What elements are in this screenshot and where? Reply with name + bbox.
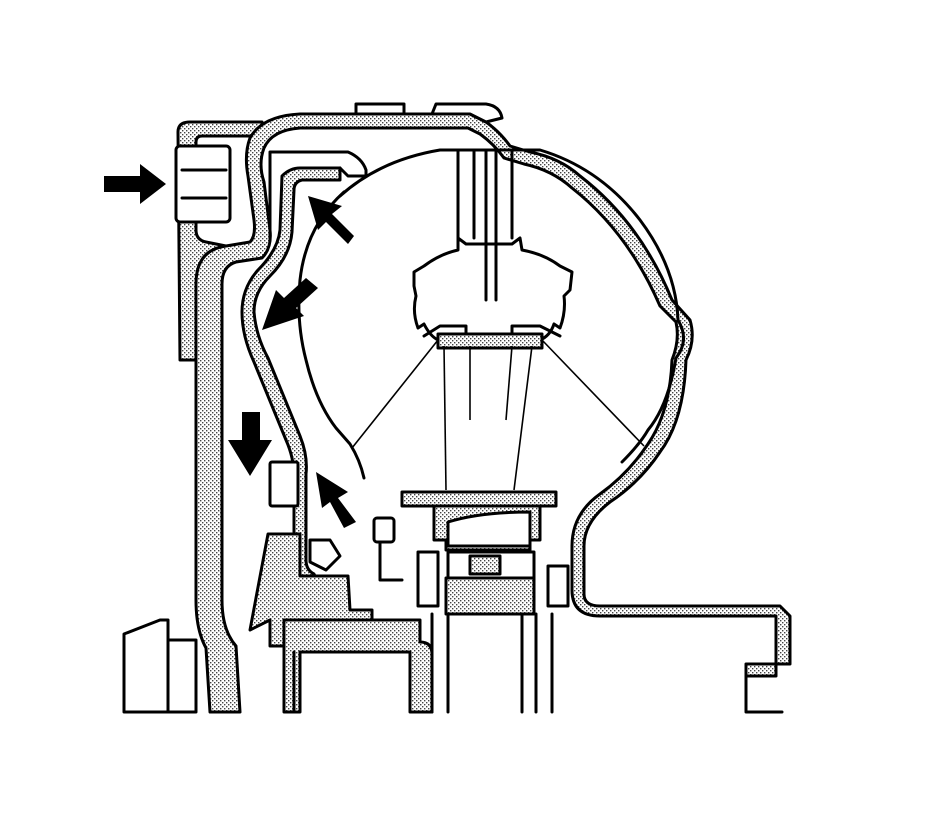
pilot-block	[174, 144, 232, 224]
turbine-shell	[297, 190, 366, 480]
stator-cap	[400, 490, 558, 508]
hub-bolt	[372, 516, 396, 544]
arrow-mid-down	[262, 278, 318, 330]
impeller-outline	[338, 148, 685, 464]
cover-top-bump-right	[430, 102, 504, 124]
thrust-bearing-left	[416, 550, 440, 608]
thrust-bearing-right	[546, 564, 570, 608]
turbine-ring	[412, 236, 574, 342]
stator-hub	[436, 332, 544, 350]
lockup-clutch-plate	[240, 166, 342, 586]
turbine-hub-bracket	[268, 150, 368, 242]
damper-block	[268, 460, 300, 508]
flexplate-bracket	[122, 618, 198, 714]
arrow-lower-up	[316, 472, 356, 528]
one-way-clutch	[446, 510, 532, 548]
inlet-arrow	[104, 164, 166, 204]
damper-spring	[308, 538, 342, 572]
stator-lower-race	[444, 576, 536, 616]
arrow-lower-down	[228, 412, 272, 476]
roller	[468, 554, 502, 576]
cover-top-bump	[354, 102, 406, 116]
turbine-hub-lower	[282, 618, 434, 714]
arrow-upper-left-up	[308, 196, 354, 244]
